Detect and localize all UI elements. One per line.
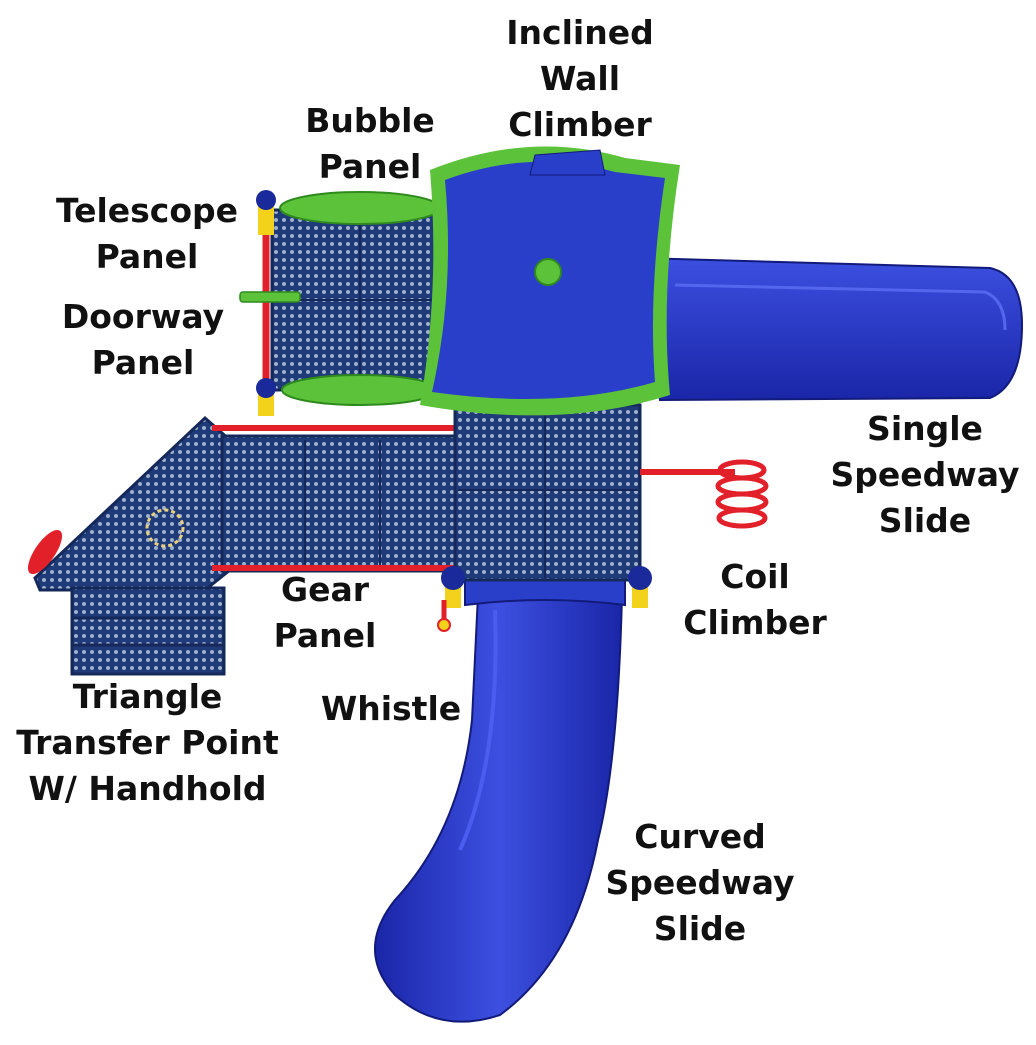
label-line: Panel: [273, 616, 377, 655]
label-whistle: Whistle: [306, 686, 476, 732]
post-caps: [256, 190, 652, 608]
label-bubble-panel: Bubble Panel: [287, 98, 453, 190]
telescope-panel: [239, 291, 301, 303]
label-line: Panel: [91, 343, 195, 382]
label-line: Gear: [280, 570, 369, 609]
label-line: Doorway: [61, 297, 225, 336]
label-gear-panel: Gear Panel: [255, 567, 395, 659]
label-line: Curved: [634, 817, 766, 856]
central-deck: [453, 403, 642, 582]
label-coil-climber: Coil Climber: [676, 554, 834, 646]
label-line: Slide: [878, 501, 972, 540]
label-line: W/ Handhold: [28, 769, 267, 808]
label-line: Speedway: [830, 455, 1020, 494]
curved-speedway-slide: [374, 564, 626, 1023]
label-line: Slide: [653, 909, 747, 948]
label-line: Panel: [318, 147, 422, 186]
label-line: Speedway: [605, 863, 795, 902]
label-line: Coil: [720, 557, 790, 596]
whistle: [437, 600, 451, 632]
lower-deck: [212, 425, 460, 573]
label-line: Panel: [95, 237, 199, 276]
label-inclined-wall-climber: Inclined Wall Climber: [488, 10, 672, 148]
label-line: Whistle: [320, 689, 462, 728]
label-line: Single: [867, 409, 983, 448]
label-line: Transfer Point: [16, 723, 279, 762]
label-line: Climber: [508, 105, 652, 144]
triangle-transfer-point: [27, 415, 232, 676]
label-curved-speedway-slide: Curved Speedway Slide: [590, 814, 810, 952]
label-triangle-transfer-point: Triangle Transfer Point W/ Handhold: [5, 674, 290, 812]
label-line: Telescope: [55, 191, 239, 230]
label-line: Bubble: [305, 101, 435, 140]
label-line: Triangle: [72, 677, 223, 716]
roof: [420, 146, 680, 416]
label-telescope-panel: Telescope Panel: [40, 188, 254, 280]
single-speedway-slide: [638, 256, 1024, 402]
label-single-speedway-slide: Single Speedway Slide: [815, 406, 1035, 544]
label-line: Wall: [539, 59, 621, 98]
label-doorway-panel: Doorway Panel: [43, 294, 243, 386]
coil-climber: [640, 459, 769, 529]
label-line: Climber: [683, 603, 827, 642]
label-line: Inclined: [506, 13, 654, 52]
